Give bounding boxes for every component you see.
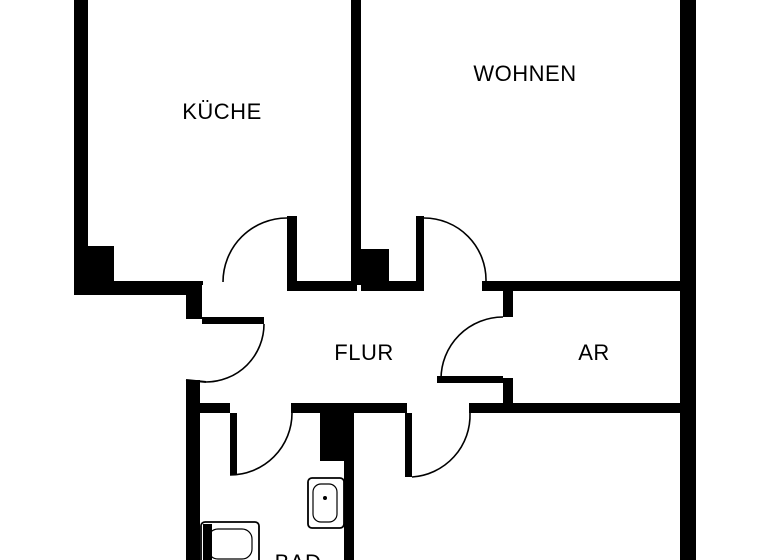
wall-flur-north-jamb (287, 216, 297, 291)
wall-kueche-south (74, 281, 202, 295)
wall-ar-west-top (503, 291, 513, 317)
toilet-icon (200, 521, 260, 560)
wall-kueche-south-jamb (186, 281, 202, 319)
wall-ar-south (513, 403, 680, 413)
label-bad: BAD (275, 550, 322, 560)
wall-ar-west-bottom (503, 378, 513, 410)
door-wohnen-swing (423, 217, 487, 282)
wall-east (680, 0, 696, 560)
wall-ar-door-stub (437, 376, 503, 383)
door-bad-swing (229, 412, 293, 476)
wall-door-jamb-bad (230, 413, 237, 475)
fixtures (200, 477, 345, 560)
wall-bad-north-1 (200, 403, 230, 413)
wall-bad-north-2 (291, 403, 407, 413)
sink-icon (307, 477, 345, 529)
door-flur-west-swing (205, 323, 265, 383)
column-kueche (88, 246, 114, 282)
door-ar-swing (440, 316, 504, 380)
shaft-bad (320, 413, 344, 461)
label-wohnen: WOHNEN (473, 61, 576, 86)
wall-flur-north-2 (361, 281, 419, 291)
wall-kueche-wohnen (351, 0, 361, 285)
door-kueche-swing (222, 217, 288, 283)
wall-flur-north-1 (287, 281, 357, 291)
label-ar: AR (578, 340, 610, 365)
doors (185, 217, 504, 478)
door-flur-west-leaf (185, 379, 207, 383)
wall-kueche-west (74, 0, 88, 295)
label-kueche: KÜCHE (182, 99, 262, 124)
walls (74, 0, 696, 560)
wall-wohnen-south (482, 281, 680, 291)
wall-flur-west-stub (202, 317, 264, 324)
wall-bad-east (344, 413, 354, 560)
label-flur: FLUR (334, 340, 393, 365)
wall-wohnen-jamb (416, 216, 424, 291)
wall-flur-south-2 (469, 403, 513, 413)
door-south-swing (411, 412, 471, 478)
wall-door-jamb-sr (405, 413, 412, 477)
room-labels: KÜCHE WOHNEN FLUR AR BAD (182, 61, 610, 560)
column-wohnen (361, 249, 389, 285)
wall-bad-west (186, 380, 200, 560)
